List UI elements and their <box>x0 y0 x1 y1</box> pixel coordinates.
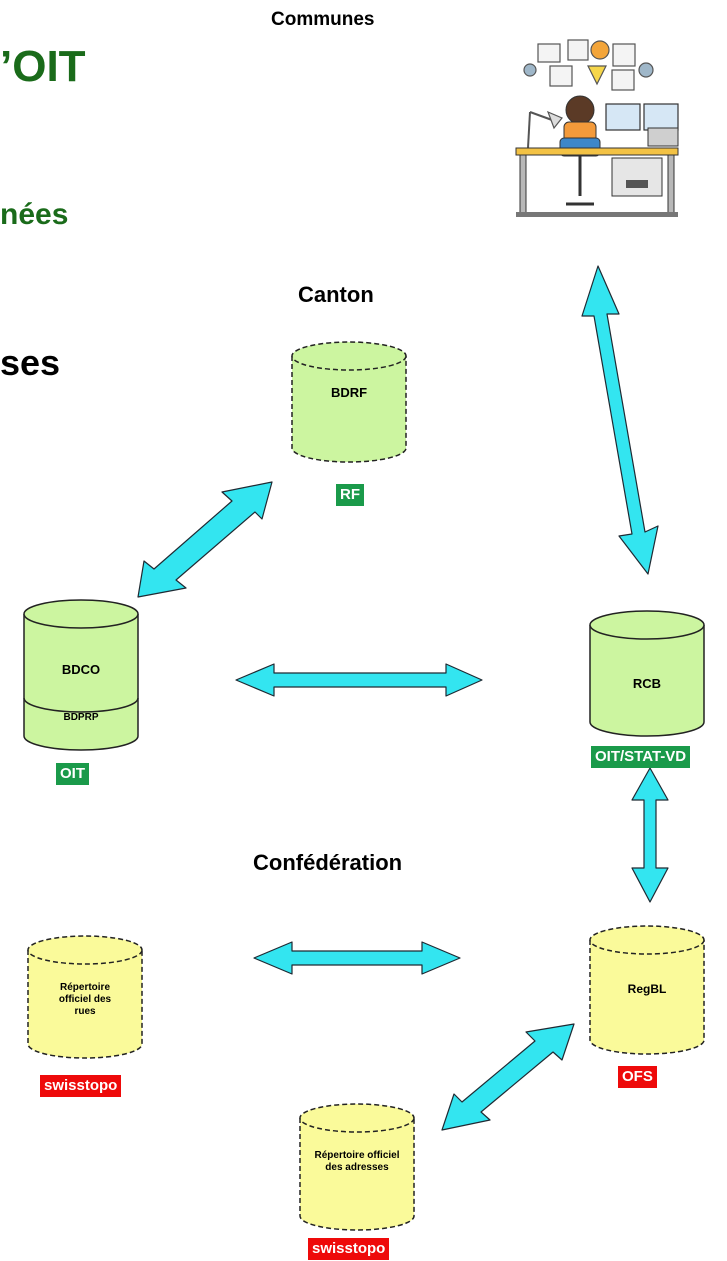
arrow-communes-rcb <box>581 265 659 575</box>
heading-line-3: ses <box>0 342 61 383</box>
regbl-cylinder <box>589 925 705 1055</box>
arrow-bdco-rcb <box>235 663 483 697</box>
section-communes: Communes <box>271 9 375 30</box>
arrow-regbl-adresses <box>441 1023 575 1131</box>
regbl-tag: OFS <box>618 1066 657 1088</box>
adresses-label: Répertoire officiel des adresses <box>314 1150 400 1173</box>
bdrf-label: BDRF <box>330 385 368 400</box>
bdco-label: BDCO <box>61 662 101 677</box>
rcb-tag: OIT/STAT-VD <box>591 746 691 768</box>
rcb-label: RCB <box>632 676 662 691</box>
rcb-cylinder <box>589 610 705 737</box>
arrow-bdrf-bdco <box>137 481 273 598</box>
bdco-tag: OIT <box>56 763 89 785</box>
bdrf-cylinder <box>291 341 407 463</box>
rues-cylinder <box>27 935 143 1059</box>
section-canton: Canton <box>298 282 374 307</box>
section-confederation: Confédération <box>253 850 403 875</box>
adresses-cylinder <box>299 1103 415 1231</box>
heading-line-1: ’OIT <box>0 42 86 91</box>
office-worker-illustration <box>515 39 680 218</box>
bdco-cylinder <box>23 599 139 751</box>
arrow-rcb-regbl <box>631 767 669 903</box>
bdco-sublabel: BDPRP <box>63 712 99 723</box>
arrow-rues-regbl <box>253 941 461 975</box>
adresses-tag: swisstopo <box>308 1238 390 1260</box>
rues-tag: swisstopo <box>40 1075 122 1097</box>
rues-label: Répertoire officiel des rues <box>58 982 112 1017</box>
bdrf-tag: RF <box>336 484 364 506</box>
heading-line-2: nées <box>0 198 69 231</box>
regbl-label: RegBL <box>627 982 667 996</box>
